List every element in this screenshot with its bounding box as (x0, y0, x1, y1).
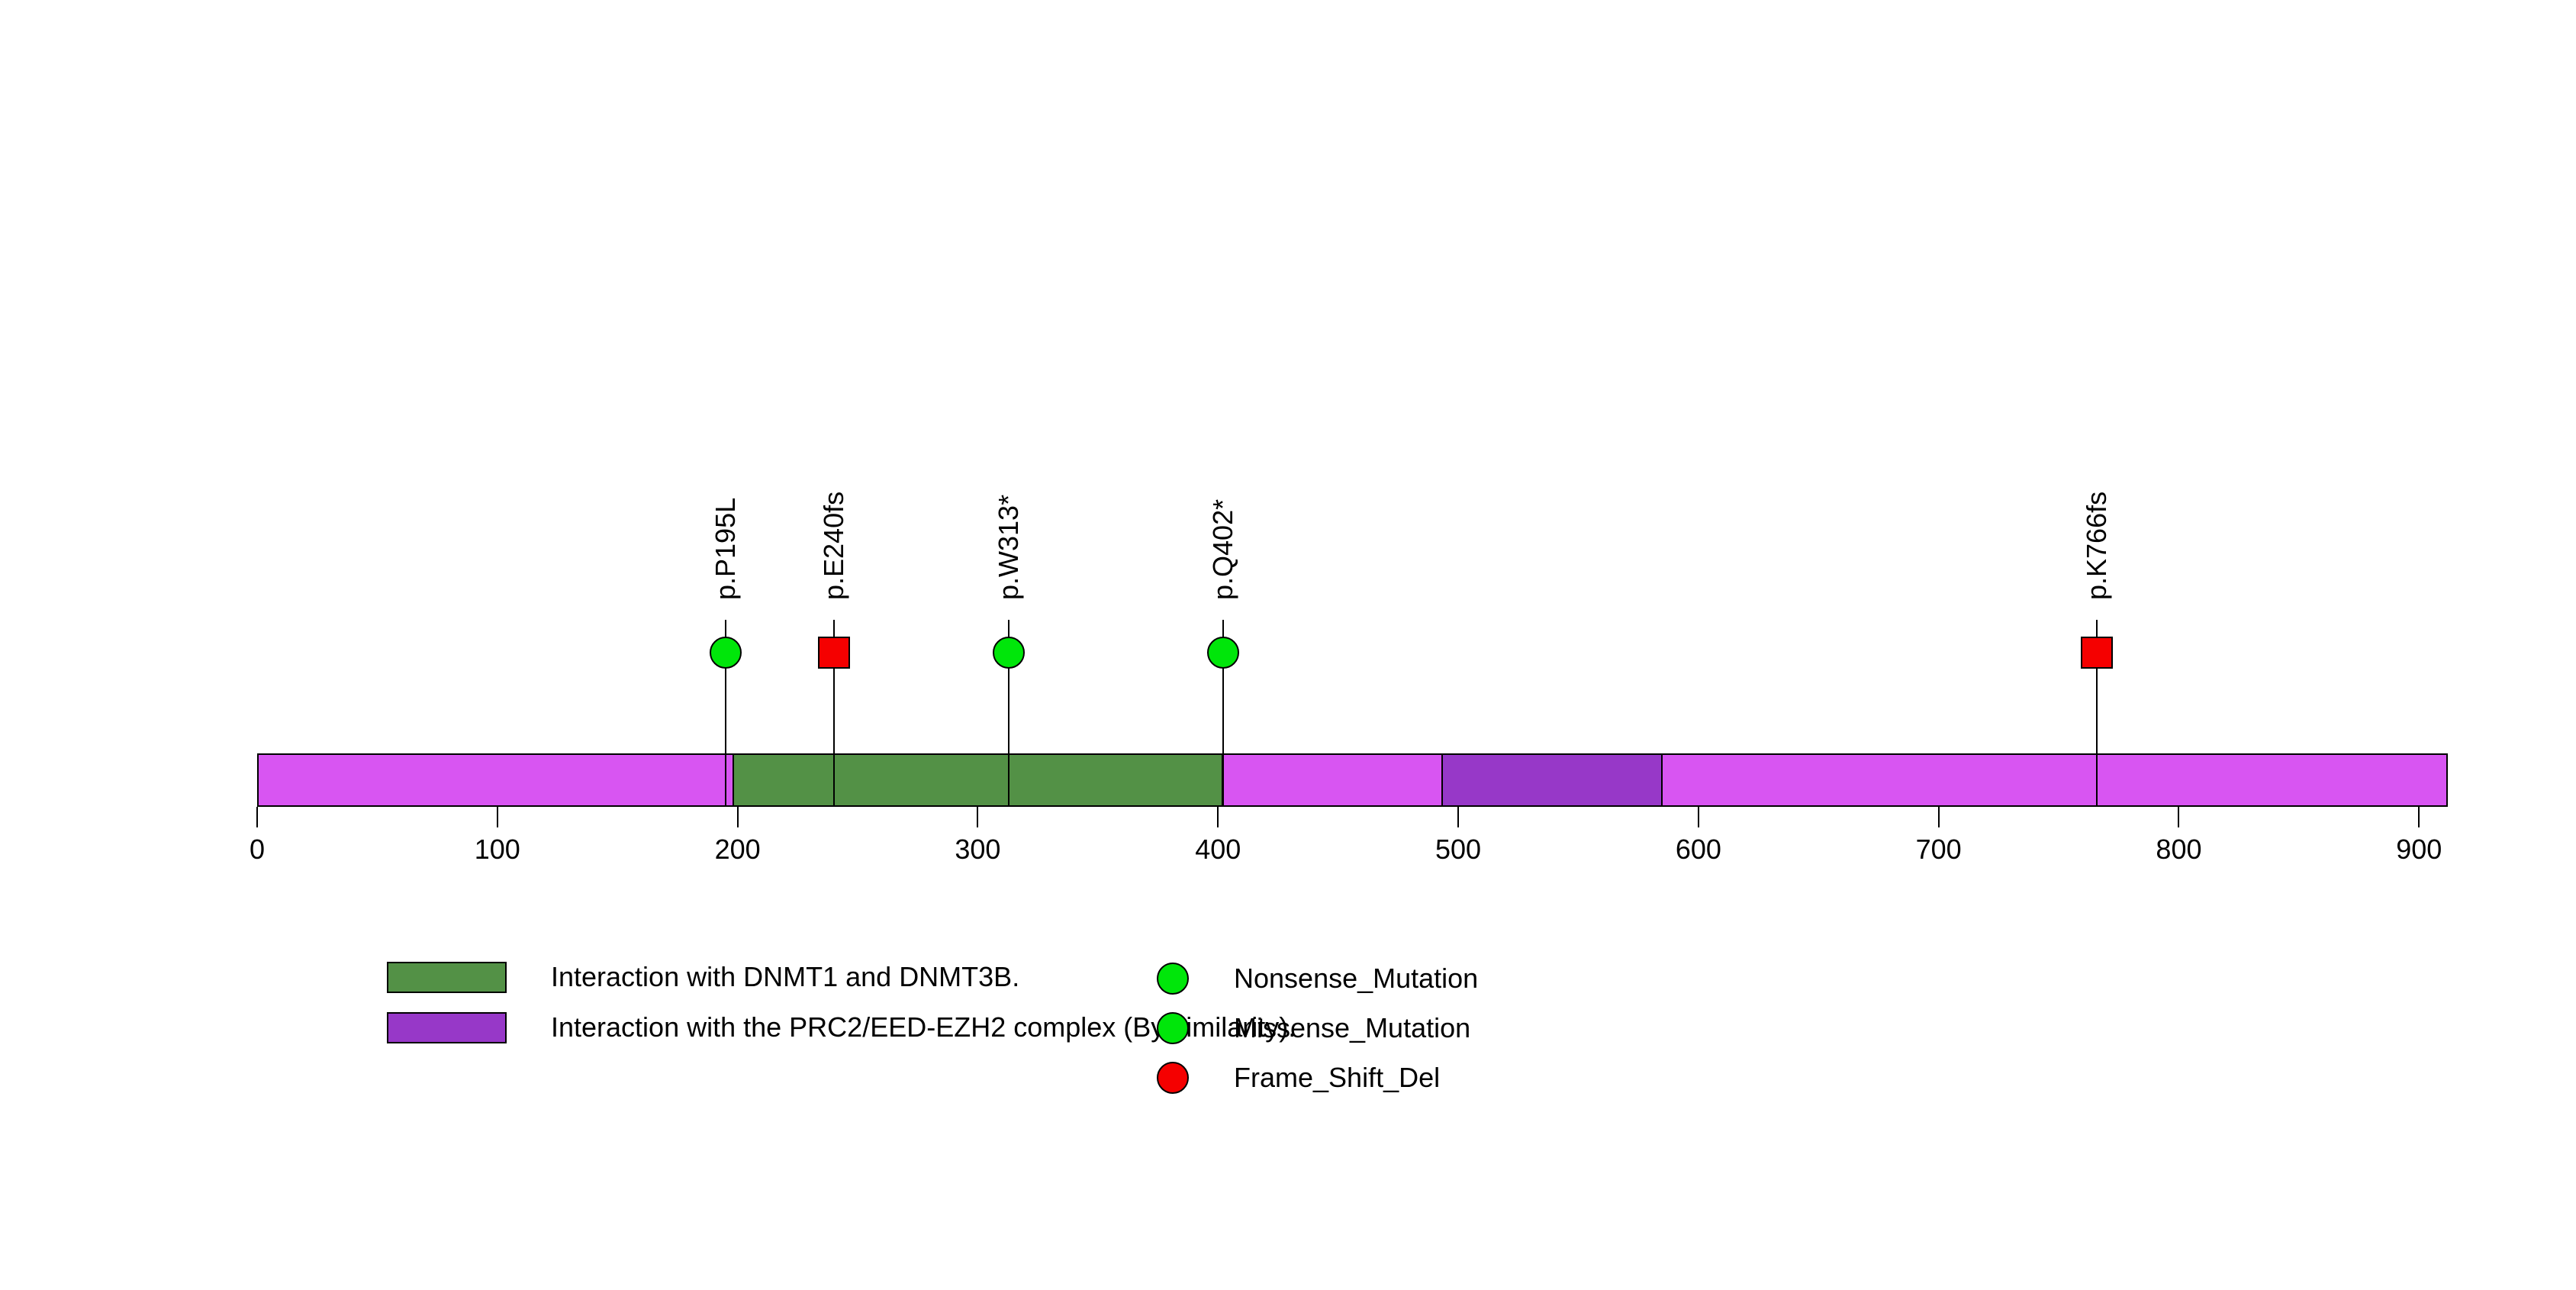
legend-domain-swatch-purple (387, 1012, 507, 1043)
axis-tick (977, 807, 979, 827)
mutation-label: p.Q402* (1206, 498, 1238, 600)
mutation-marker-circle (1206, 637, 1239, 669)
mutation-marker-square (817, 637, 850, 669)
mutation-stick (832, 620, 835, 807)
mutation-label: p.E240fs (817, 491, 849, 600)
axis-tick (736, 807, 739, 827)
mutation-label: p.P195L (709, 497, 741, 600)
mutation-stick (724, 620, 726, 807)
mutation-stick (2096, 620, 2098, 807)
axis-tick-label: 900 (2396, 834, 2442, 865)
axis-tick (496, 807, 498, 827)
mutation-stick (1222, 620, 1224, 807)
axis-tick (1457, 807, 1460, 827)
legend-nonsense-marker-icon (1157, 963, 1189, 995)
axis-tick-label: 500 (1435, 834, 1482, 865)
axis-tick (2178, 807, 2180, 827)
axis-tick (1697, 807, 1699, 827)
axis-tick-label: 200 (714, 834, 761, 865)
axis-tick-label: 100 (474, 834, 520, 865)
axis-tick (256, 807, 258, 827)
axis-tick-label: 300 (955, 834, 1001, 865)
protein-backbone-bar (257, 753, 2449, 807)
legend-domain-swatch-green (387, 962, 507, 993)
legend-mutation-label: Nonsense_Mutation (1234, 963, 1479, 994)
mutation-stick (1008, 620, 1010, 807)
axis-tick (1937, 807, 1940, 827)
axis-tick-label: 800 (2156, 834, 2202, 865)
legend-domain-label: Interaction with DNMT1 and DNMT3B. (551, 961, 1020, 992)
mutation-label: p.K766fs (2081, 491, 2113, 600)
axis-tick-label: 0 (249, 834, 266, 865)
legend-mutation-label: Missense_Mutation (1234, 1012, 1471, 1043)
axis-tick (2418, 807, 2420, 827)
axis-tick-label: 700 (1915, 834, 1962, 865)
domain-region (1441, 753, 1663, 807)
axis-tick-label: 400 (1195, 834, 1241, 865)
mutation-label: p.W313* (993, 494, 1025, 600)
mutation-marker-circle (993, 637, 1026, 669)
axis-tick-label: 600 (1675, 834, 1721, 865)
legend-missense-marker-icon (1157, 1012, 1189, 1044)
mutation-marker-circle (709, 637, 742, 669)
legend-frameshift-marker-icon (1157, 1062, 1189, 1094)
mutation-marker-square (2081, 637, 2114, 669)
legend-mutation-label: Frame_Shift_Del (1234, 1062, 1441, 1093)
axis-tick (1217, 807, 1219, 827)
domain-region (733, 753, 1223, 807)
